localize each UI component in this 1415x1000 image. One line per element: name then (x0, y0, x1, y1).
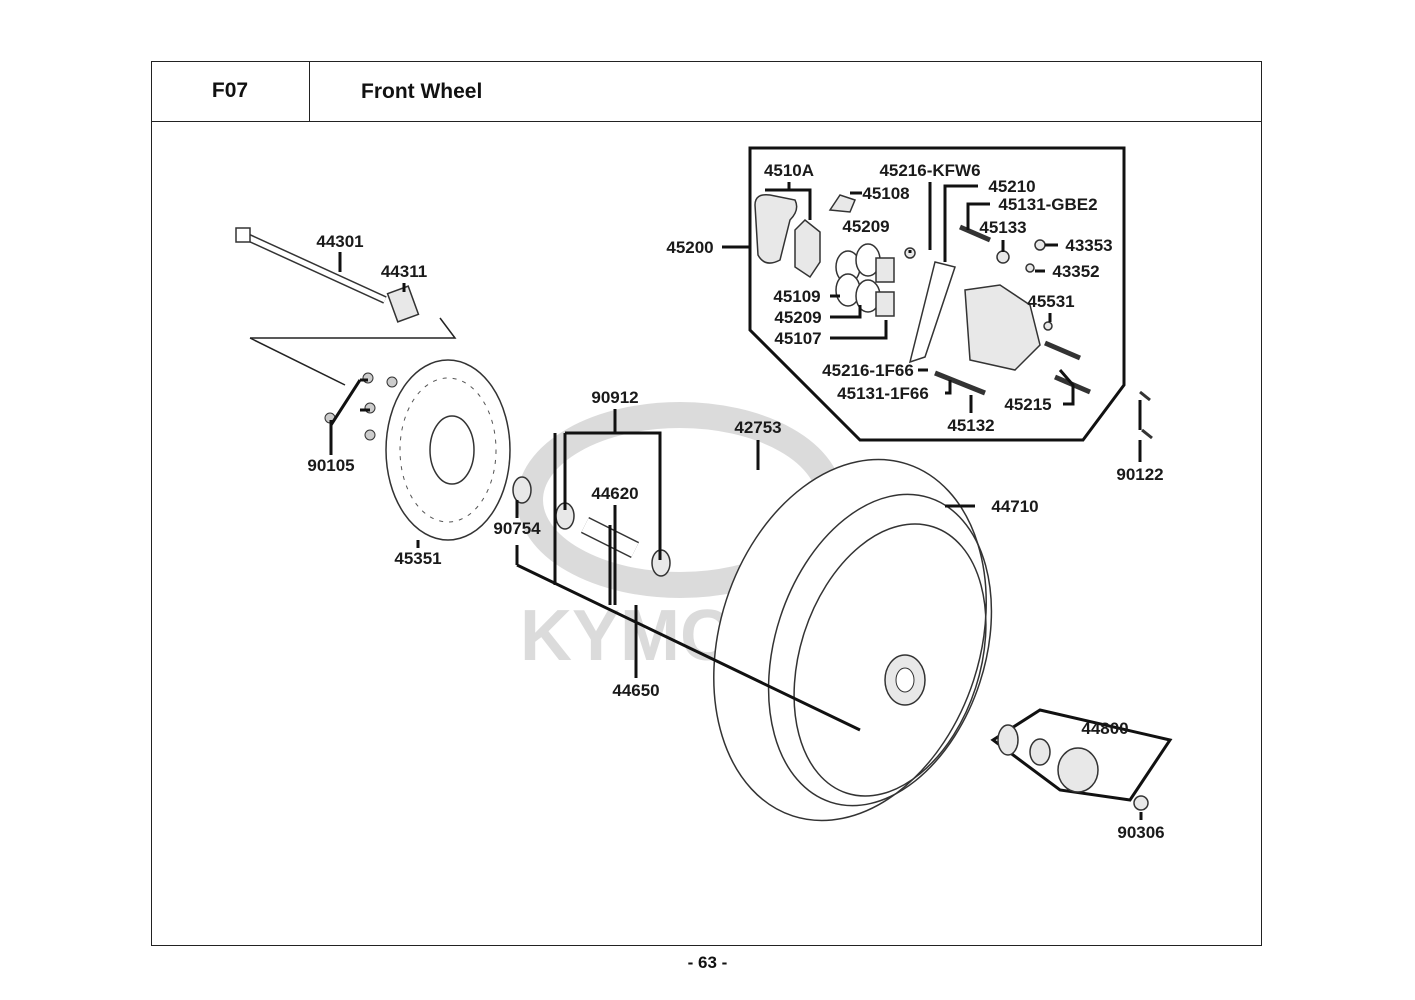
label-44311: 44311 (381, 262, 427, 281)
label-45209-top: 45209 (842, 217, 889, 236)
label-45131-GBE2: 45131-GBE2 (998, 195, 1097, 214)
label-45216-KFW6: 45216-KFW6 (879, 161, 980, 180)
label-90122: 90122 (1116, 465, 1163, 484)
label-90754: 90754 (493, 519, 541, 538)
label-45215: 45215 (1004, 395, 1051, 414)
label-45109: 45109 (773, 287, 820, 306)
label-45531: 45531 (1027, 292, 1074, 311)
label-90105: 90105 (307, 456, 354, 475)
label-4510A: 4510A (764, 161, 814, 180)
label-90912: 90912 (591, 388, 638, 407)
disc-bolts (324, 372, 398, 441)
label-45210: 45210 (988, 177, 1035, 196)
leader-lines (329, 182, 1143, 820)
brake-disc (385, 359, 511, 541)
label-44301: 44301 (316, 232, 363, 251)
label-44650: 44650 (612, 681, 659, 700)
brake-caliper (754, 193, 1091, 396)
label-45133: 45133 (979, 218, 1026, 237)
axle-bolt (235, 227, 387, 304)
label-43353: 43353 (1065, 236, 1112, 255)
label-44620: 44620 (591, 484, 638, 503)
section-code: F07 (151, 61, 310, 122)
section-title: Front Wheel (361, 79, 483, 103)
label-44800: 44800 (1081, 719, 1128, 738)
front-wheel (713, 458, 993, 822)
diagram-frame (151, 61, 1262, 946)
speedometer-gear (990, 708, 1173, 802)
label-90306: 90306 (1117, 823, 1164, 842)
label-45107: 45107 (774, 329, 821, 348)
label-45351: 45351 (394, 549, 441, 568)
label-45131-1F66: 45131-1F66 (837, 384, 929, 403)
page-number: - 63 - (687, 953, 728, 972)
header-divider (310, 121, 1262, 122)
label-45108: 45108 (862, 184, 909, 203)
label-45216-1F66: 45216-1F66 (822, 361, 914, 380)
label-42753: 42753 (734, 418, 781, 437)
label-44710: 44710 (991, 497, 1038, 516)
caliper-assembly-box (748, 146, 1126, 442)
label-45200: 45200 (666, 238, 713, 257)
label-43352: 43352 (1052, 262, 1099, 281)
nut-90306 (1133, 795, 1149, 811)
bolts-90122 (1139, 390, 1153, 440)
label-45209-bottom: 45209 (774, 308, 821, 327)
spacer-collar (386, 285, 420, 323)
part-labels: 44301 44311 90105 45351 90912 42753 4462… (307, 161, 1164, 842)
label-45132: 45132 (947, 416, 994, 435)
